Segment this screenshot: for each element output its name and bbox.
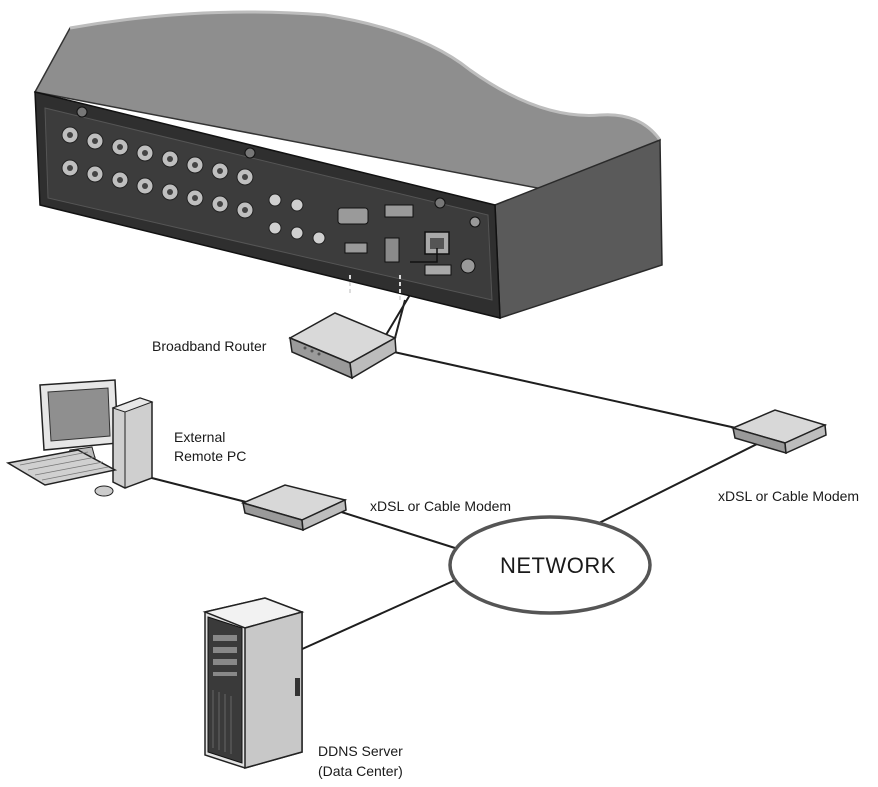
- router-label: Broadband Router: [152, 338, 267, 354]
- network-label: NETWORK: [500, 553, 616, 578]
- modem-left-label: xDSL or Cable Modem: [370, 498, 512, 514]
- serial-port: [384, 204, 414, 218]
- modem-left: [240, 484, 348, 532]
- network-cloud: [448, 515, 652, 615]
- line-modem-left-network: [334, 509, 456, 549]
- dvr-device: [33, 10, 663, 320]
- ground-terminal: [469, 216, 481, 228]
- line-server-network: [299, 577, 461, 651]
- connection-lines: [139, 247, 766, 651]
- vga-port: [337, 207, 369, 225]
- line-pc-modem-left: [139, 474, 251, 504]
- modem-right: [730, 409, 828, 455]
- ddns-server: [202, 597, 305, 769]
- power-jack: [460, 258, 476, 274]
- usb-port: [424, 264, 452, 276]
- rca-connectors: [268, 193, 326, 245]
- pc-label-line1: External: [174, 429, 226, 445]
- pc-label-line2: Remote PC: [174, 448, 247, 464]
- broadband-router: [288, 299, 406, 380]
- hdmi-port: [344, 242, 368, 254]
- server-label-line1: DDNS Server: [318, 743, 403, 759]
- modem-right-label: xDSL or Cable Modem: [718, 488, 860, 504]
- line-router-modem-right: [384, 349, 746, 431]
- line-modem-right-network: [594, 439, 766, 526]
- remote-pc: [5, 379, 154, 497]
- alarm-terminal: [384, 237, 400, 263]
- server-label-line2: (Data Center): [318, 763, 403, 779]
